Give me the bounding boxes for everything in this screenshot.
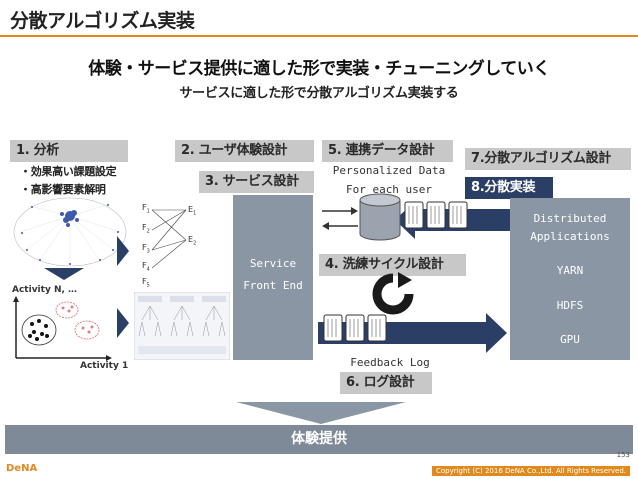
step-refine-cycle-tag: 4. 洗練サイクル設計 (319, 254, 466, 276)
analysis-right-arrow-2 (117, 308, 129, 338)
scatter-plot (13, 296, 112, 361)
applications-label: Applications (530, 230, 610, 243)
step-data-link-tag: 5. 連携データ設計 (322, 140, 453, 162)
service-database-arrows (322, 207, 358, 230)
scatter-x-label: Activity 1 (80, 361, 129, 371)
service-label: Service (249, 257, 297, 270)
feature-graph (151, 209, 187, 269)
distributed-label: Distributed (533, 212, 607, 225)
analysis-bullet-1: ・効果高い課題設定 (20, 165, 117, 178)
service-frontend-panel: Service Front End (233, 195, 313, 360)
feature-f2-label: F2 (142, 223, 150, 235)
front-end-label: Front End (243, 279, 303, 292)
distributed-apps-panel: Distributed Applications YARN HDFS GPU (510, 198, 630, 360)
step-ux-design-tag: 2. ユーザ体験設計 (175, 140, 314, 162)
feature-e2-label: E2 (188, 235, 197, 247)
tree-wireframe-graphic (134, 292, 230, 360)
analysis-right-arrow-1 (117, 236, 129, 266)
step-analysis-tag: 1. 分析 (10, 140, 128, 162)
feedback-documents-icon (323, 314, 387, 342)
gpu-label: GPU (560, 333, 580, 346)
personalized-data-label: Personalized Data (332, 164, 446, 177)
title-divider (0, 35, 638, 37)
yarn-label: YARN (556, 264, 584, 277)
feature-f5-label: F5 (142, 277, 150, 289)
step-service-design-tag: 3. サービス設計 (199, 171, 314, 193)
feature-e1-label: E1 (188, 205, 197, 217)
step-log-design-tag: 6. ログ設計 (340, 372, 432, 394)
slide-title: 分散アルゴリズム実装 (10, 10, 195, 32)
for-each-user-label: For each user (345, 183, 433, 196)
database-icon (359, 193, 401, 241)
feedback-right-arrow (318, 313, 507, 353)
refresh-cycle-icon (372, 272, 414, 315)
documents-stack-icon (404, 201, 468, 229)
feature-f4-label: F4 (142, 261, 150, 273)
subheadline: サービスに適した形で分散アルゴリズム実装する (179, 86, 459, 101)
step-algo-design-tag: 7.分散アルゴリズム設計 (465, 148, 631, 170)
feature-f3-label: F3 (142, 243, 150, 255)
dena-logo: DeNA (6, 463, 38, 474)
hdfs-label: HDFS (556, 299, 584, 312)
scatter-y-label: Activity N, … (12, 285, 78, 295)
step-algo-impl-tag: 8.分散実装 (465, 177, 553, 199)
feature-f1-label: F1 (142, 203, 150, 215)
experience-down-arrow (236, 402, 406, 424)
network-cluster-graphic (13, 197, 127, 267)
feedback-log-label: Feedback Log (350, 356, 430, 369)
copyright-notice: Copyright (C) 2016 DeNA Co.,Ltd. All Rig… (431, 466, 630, 476)
page-number: 153 (616, 451, 630, 459)
analysis-down-arrow (44, 268, 84, 280)
experience-delivery-bar: 体験提供 (5, 425, 633, 454)
analysis-bullet-2: ・高影響要素解明 (20, 183, 106, 196)
headline: 体験・サービス提供に適した形で実装・チューニングしていく (88, 59, 550, 79)
